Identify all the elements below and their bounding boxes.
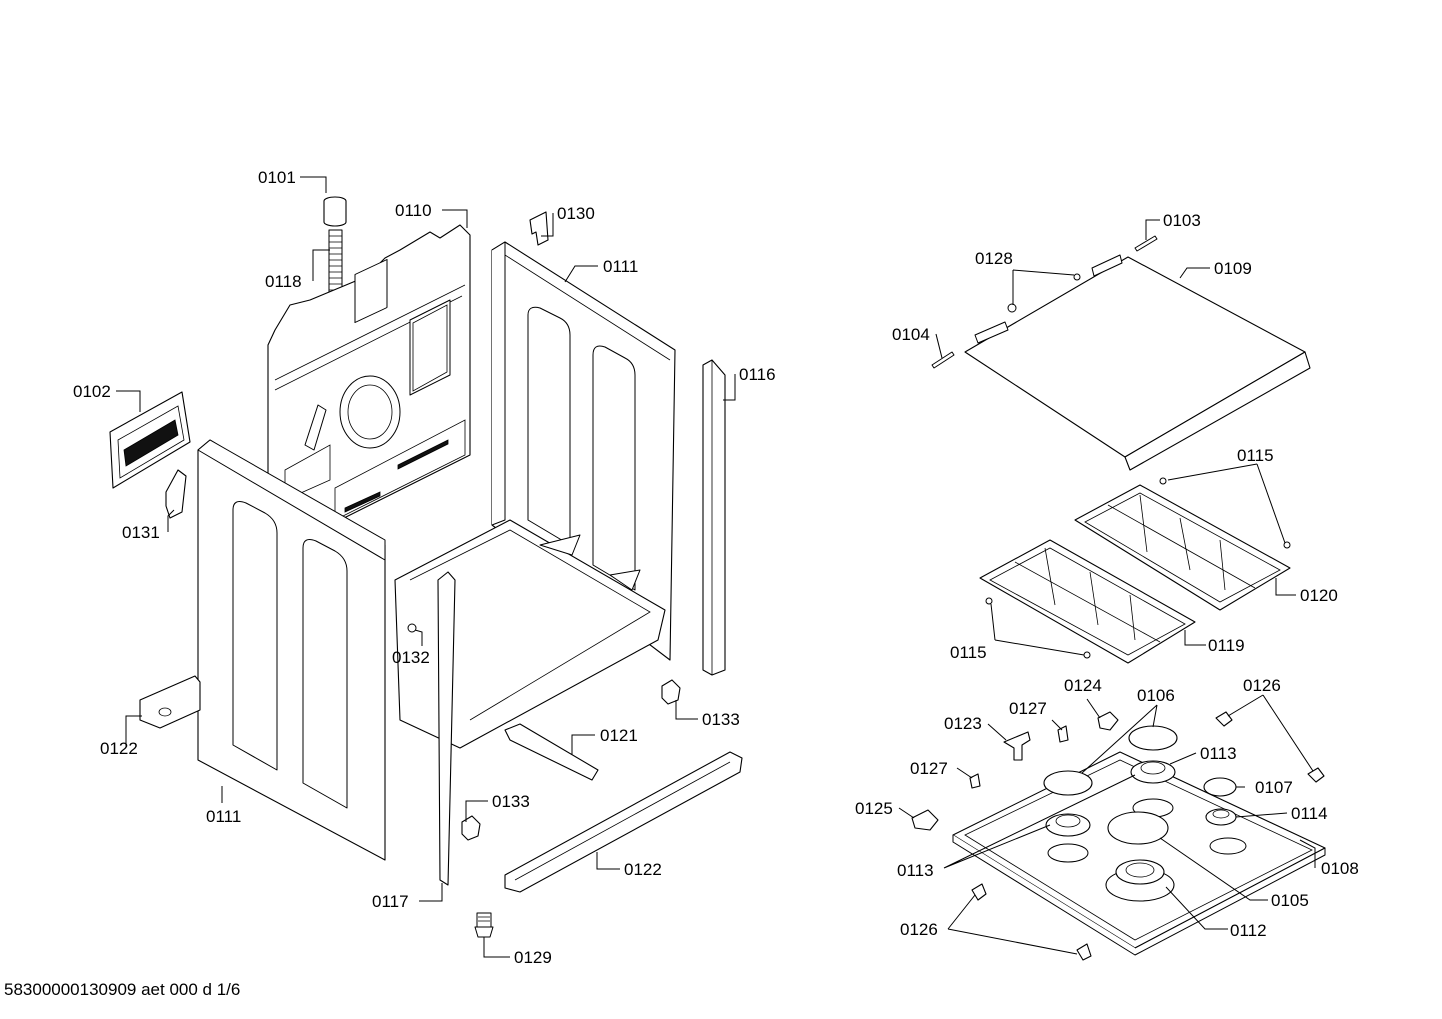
part-clip-small [971, 883, 987, 901]
label-0113: 0113 [897, 861, 934, 880]
part-side-rail [702, 359, 726, 676]
drawing-reference-footer: 58300000130909 aet 000 d 1/6 [4, 980, 241, 999]
part-clip-small [1057, 725, 1069, 743]
part-burner-cap [1128, 725, 1178, 751]
label-0112: 0112 [1230, 921, 1267, 940]
label-0119: 0119 [1208, 636, 1245, 655]
part-hose [328, 229, 343, 297]
label-0129: 0129 [514, 948, 552, 967]
part-burner-medium [1130, 760, 1176, 784]
label-0120: 0120 [1300, 586, 1338, 605]
label-0133: 0133 [702, 710, 740, 729]
part-clip-small [1076, 943, 1092, 961]
part-burner-cap [1203, 777, 1237, 797]
part-burner-cap [1107, 811, 1169, 845]
label-0121: 0121 [600, 726, 638, 745]
part-rail [504, 723, 599, 781]
label-0123: 0123 [944, 714, 982, 733]
label-0113: 0113 [1200, 744, 1237, 763]
part-clip-small [1307, 767, 1325, 783]
part-burner-medium [1045, 813, 1091, 837]
part-lid [964, 254, 1311, 471]
part-clip-small [911, 809, 939, 831]
part-grille [109, 391, 191, 489]
label-0111: 0111 [206, 807, 241, 826]
part-burner-large [1105, 859, 1175, 902]
part-pan-support-left [979, 539, 1196, 664]
leader-lines [116, 176, 1316, 958]
part-rubber-foot [1159, 477, 1167, 485]
label-0130: 0130 [557, 204, 595, 223]
label-0127: 0127 [1009, 699, 1047, 718]
label-0126: 0126 [900, 920, 938, 939]
part-clip-small [1097, 711, 1119, 731]
label-0118: 0118 [265, 272, 302, 291]
part-burner-cap [1043, 770, 1093, 796]
label-0117: 0117 [372, 892, 409, 911]
part-cap [323, 196, 347, 227]
part-foot-rail-right [504, 751, 743, 893]
label-0111: 0111 [603, 257, 638, 276]
part-burner-small [1205, 808, 1237, 826]
part-clip-small [661, 679, 681, 705]
part-knob-shaft [1003, 731, 1031, 761]
label-0126: 0126 [1243, 676, 1281, 695]
label-0115: 0115 [950, 643, 987, 662]
label-0101: 0101 [258, 168, 296, 187]
part-bracket-top [529, 211, 549, 246]
part-pan-support-right [1074, 484, 1291, 611]
part-rubber-foot [1083, 651, 1091, 659]
label-0124: 0124 [1064, 676, 1102, 695]
part-clip [165, 469, 187, 519]
label-0108: 0108 [1321, 859, 1359, 878]
label-0105: 0105 [1271, 891, 1309, 910]
label-0122: 0122 [100, 739, 138, 758]
label-0122: 0122 [624, 860, 662, 879]
label-0104: 0104 [892, 325, 930, 344]
part-rubber-foot [1283, 541, 1291, 549]
label-0110: 0110 [395, 201, 432, 220]
part-ring [407, 623, 417, 633]
label-0103: 0103 [1163, 211, 1201, 230]
label-0116: 0116 [739, 365, 776, 384]
part-foot-rail-left [139, 675, 201, 729]
part-screw [1134, 235, 1158, 252]
part-bottom-tray [394, 519, 666, 749]
label-0131: 0131 [122, 523, 160, 542]
label-0132: 0132 [392, 648, 430, 667]
label-0128: 0128 [975, 249, 1013, 268]
part-screw [931, 351, 955, 369]
part-clip-small [969, 773, 981, 789]
part-rubber-foot [985, 597, 993, 605]
part-labels: 0101 0110 0130 0118 0111 0102 0116 0131 … [73, 168, 1359, 967]
label-0102: 0102 [73, 382, 111, 401]
part-back-panel [267, 224, 471, 526]
part-clip-small [461, 815, 481, 841]
part-adjustable-foot [474, 912, 494, 938]
part-left-side-panel [197, 439, 386, 861]
label-0115: 0115 [1237, 446, 1274, 465]
label-0106: 0106 [1137, 686, 1175, 705]
label-0107: 0107 [1255, 778, 1293, 797]
label-0114: 0114 [1291, 804, 1328, 823]
label-0125: 0125 [855, 799, 893, 818]
label-0109: 0109 [1214, 259, 1252, 278]
part-front-strip [437, 571, 456, 886]
part-clip-small [1215, 711, 1233, 727]
label-0133: 0133 [492, 792, 530, 811]
label-0127: 0127 [910, 759, 948, 778]
